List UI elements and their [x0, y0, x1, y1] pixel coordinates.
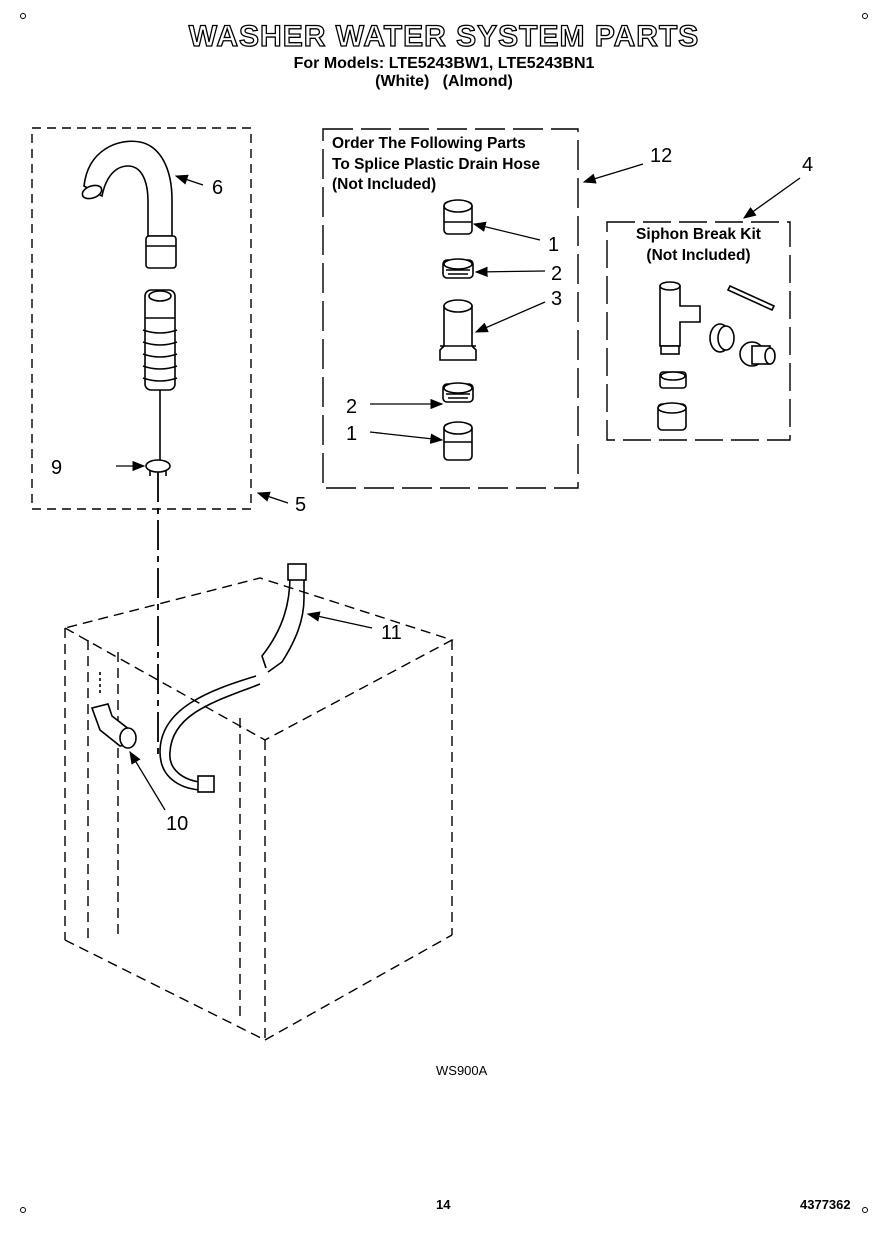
- callout-1-top: 1: [548, 234, 560, 256]
- connector-bottom-part: [443, 421, 473, 461]
- washer-cabinet-outline: [64, 577, 454, 1041]
- diagram-code: WS900A: [436, 1063, 488, 1078]
- siphon-ring-part: [659, 371, 687, 389]
- page-title: WASHER WATER SYSTEM PARTS: [188, 19, 700, 53]
- corner-marks: [20, 13, 868, 1213]
- callout-11: 11: [381, 622, 402, 644]
- siphon-connector-part: [739, 341, 776, 367]
- siphon-box-line-2: (Not Included): [646, 246, 751, 264]
- callout-2-top: 2: [551, 263, 563, 285]
- splice-box-title: Order The Following Parts To Splice Plas…: [332, 134, 572, 196]
- splice-box-line-1: Order The Following Parts: [332, 135, 526, 152]
- callout-5: 5: [295, 494, 307, 516]
- page-number: 14: [436, 1197, 451, 1212]
- callout-12: 12: [650, 145, 673, 167]
- callout-10: 10: [166, 813, 189, 835]
- colors-subtitle: (White) (Almond): [375, 73, 513, 90]
- siphon-nut-part: [709, 323, 735, 353]
- callout-4: 4: [802, 154, 814, 176]
- siphon-box-title: Siphon Break Kit (Not Included): [612, 225, 785, 266]
- splice-coupling-part: [439, 299, 477, 361]
- callout-9: 9: [51, 457, 63, 479]
- drain-hose-kit-box: [31, 127, 252, 510]
- splice-parts-box: [322, 128, 579, 489]
- clamp-bottom-part: [442, 382, 474, 403]
- splice-box-line-3: (Not Included): [332, 176, 437, 193]
- siphon-box-line-1: Siphon Break Kit: [636, 226, 761, 243]
- siphon-tee-part: [659, 281, 701, 355]
- clamp-top-part: [442, 258, 474, 279]
- callout-1-bottom: 1: [346, 423, 358, 445]
- siphon-tie-part: [726, 284, 776, 312]
- callout-3: 3: [551, 288, 563, 310]
- siphon-cap-part: [657, 402, 687, 431]
- corrugated-hose-part: [142, 289, 178, 404]
- siphon-kit-box: [606, 221, 791, 441]
- callout-2-bottom: 2: [346, 396, 358, 418]
- splice-box-line-2: To Splice Plastic Drain Hose: [332, 155, 541, 173]
- callout-6: 6: [212, 177, 224, 199]
- connector-top-part: [443, 199, 473, 235]
- document-number: 4377362: [800, 1197, 851, 1212]
- hose-hook-part: [81, 140, 177, 269]
- elbow-connector-part: [90, 672, 137, 749]
- fill-hose-part: [159, 563, 307, 793]
- callout-arrows: [116, 163, 801, 811]
- models-subtitle: For Models: LTE5243BW1, LTE5243BN1: [293, 55, 595, 72]
